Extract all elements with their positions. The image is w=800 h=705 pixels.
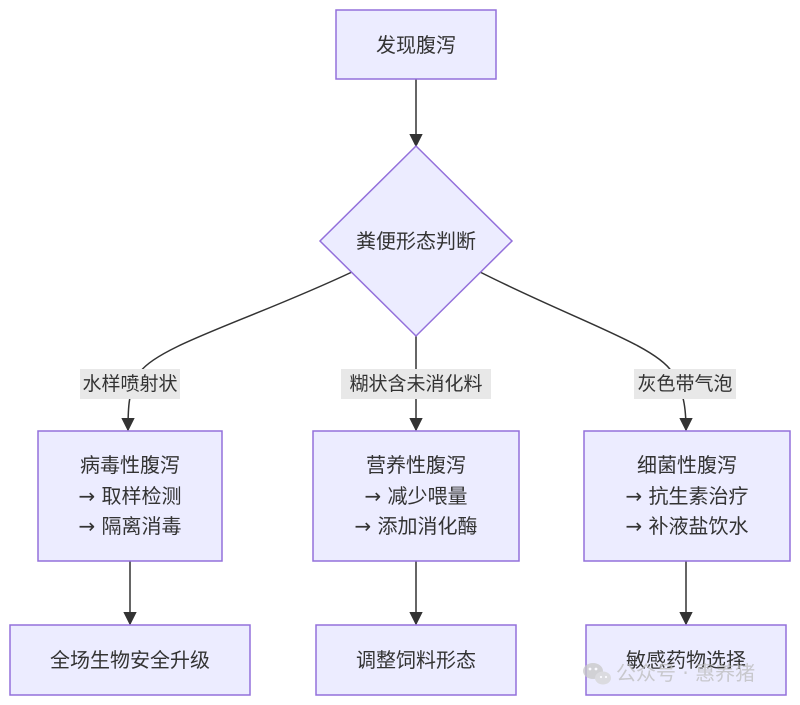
watermark: 公众号 · 惠养猪 [583, 661, 755, 685]
node-nutritional-line-1: 营养性腹泻 [366, 453, 466, 477]
node-bacterial-line-3: → 补液盐饮水 [625, 514, 748, 538]
node-viral-line-2: → 取样检测 [78, 484, 181, 508]
node-nutritional-line-2: → 减少喂量 [364, 484, 467, 508]
edges [121, 79, 693, 626]
node-decision-label: 粪便形态判断 [356, 229, 476, 253]
edge-label-watery: 水样喷射状 [80, 369, 180, 399]
node-start: 发现腹泻 [335, 9, 497, 80]
node-viral-line-1: 病毒性腹泻 [80, 453, 180, 477]
node-viral: 病毒性腹泻 → 取样检测 → 隔离消毒 [37, 430, 223, 562]
node-start-label: 发现腹泻 [376, 33, 456, 57]
edge-label-gray-text: 灰色带气泡 [637, 373, 732, 395]
edge-decision-to-bacterial [479, 271, 693, 432]
node-biosecurity-label: 全场生物安全升级 [50, 648, 210, 672]
node-nutritional-line-3: → 添加消化酶 [354, 514, 477, 538]
node-drug: 敏感药物选择 [585, 624, 787, 696]
node-drug-label: 敏感药物选择 [626, 648, 746, 672]
node-viral-line-3: → 隔离消毒 [78, 514, 181, 538]
node-nutritional: 营养性腹泻 → 减少喂量 → 添加消化酶 [312, 430, 520, 562]
node-feed: 调整饲料形态 [315, 624, 517, 696]
node-bacterial-line-1: 细菌性腹泻 [637, 453, 737, 477]
edge-label-pasty: 糊状含未消化料 [341, 369, 491, 399]
node-feed-label: 调整饲料形态 [356, 648, 476, 672]
node-biosecurity: 全场生物安全升级 [9, 624, 251, 696]
edge-decision-to-viral [121, 271, 353, 432]
watermark-text: 公众号 · 惠养猪 [616, 661, 755, 685]
node-bacterial: 细菌性腹泻 → 抗生素治疗 → 补液盐饮水 [583, 430, 791, 562]
node-decision: 粪便形态判断 [318, 144, 514, 338]
edge-label-watery-text: 水样喷射状 [82, 373, 177, 395]
edge-label-pasty-text: 糊状含未消化料 [349, 373, 482, 395]
node-bacterial-line-2: → 抗生素治疗 [625, 484, 748, 508]
edge-label-gray: 灰色带气泡 [634, 369, 736, 399]
wechat-icon [583, 663, 611, 685]
